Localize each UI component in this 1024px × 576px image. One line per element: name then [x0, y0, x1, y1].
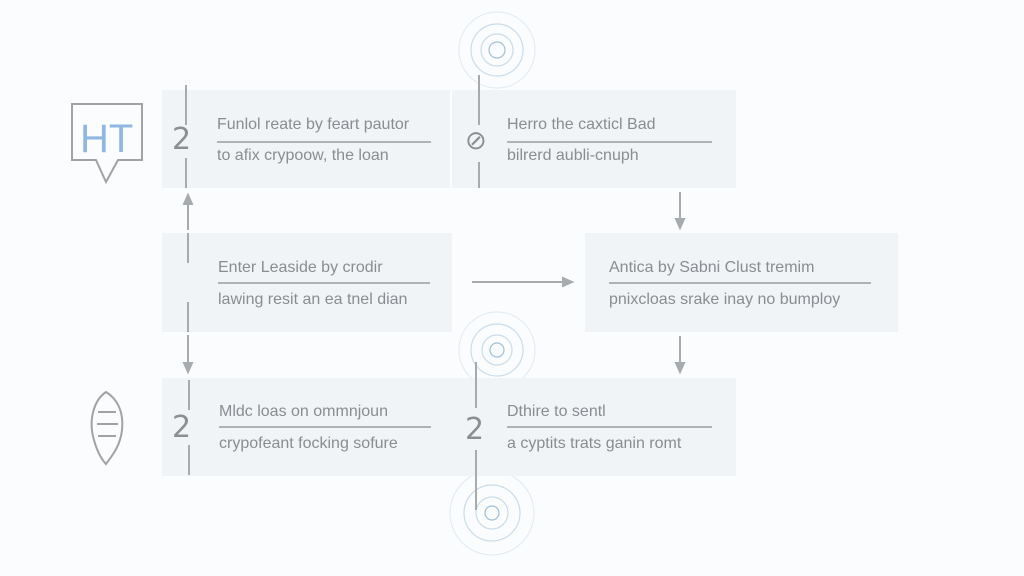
step-box	[452, 90, 736, 188]
divider	[507, 141, 712, 143]
svg-text:HT: HT	[80, 117, 133, 161]
step-number: 2	[465, 412, 485, 447]
step-title: Enter Leaside by crodir	[218, 259, 383, 276]
step-title: Antica by Sabni Clust tremim	[609, 259, 815, 276]
connector-line	[478, 162, 480, 188]
connector-line	[188, 445, 190, 475]
ripple-icon	[458, 311, 536, 389]
step-title: Herro the caxticl Bad	[507, 116, 656, 133]
connector-line	[187, 302, 189, 332]
step-text: to afix crypoow, the loan	[217, 147, 389, 164]
divider	[218, 282, 430, 284]
hand-icon	[90, 390, 124, 466]
divider	[609, 282, 871, 284]
connector-line	[475, 362, 477, 408]
logo-icon: HT	[71, 103, 143, 185]
step-text: crypofeant focking sofure	[219, 435, 398, 452]
step-number: 2	[172, 410, 192, 445]
connector-line	[188, 380, 190, 410]
connector-line	[475, 450, 477, 510]
divider	[217, 141, 431, 143]
step-number: ⊘	[465, 126, 487, 156]
ripple-icon	[458, 11, 536, 89]
connector-line	[478, 75, 480, 125]
ripple-icon	[449, 470, 535, 556]
connector-line	[187, 233, 189, 263]
step-title: Dthire to sentl	[507, 403, 606, 420]
divider	[219, 426, 431, 428]
connector-line	[185, 85, 187, 125]
connector-line	[185, 158, 187, 188]
step-text: bilrerd aubli-cnuph	[507, 147, 639, 164]
step-text: pnixcloas srake inay no bumploy	[609, 291, 841, 308]
divider	[507, 426, 712, 428]
step-title: Funlol reate by feart pautor	[217, 116, 410, 133]
step-text: a cyptits trats ganin romt	[507, 435, 682, 452]
step-number: 2	[172, 122, 192, 157]
step-box	[162, 90, 450, 188]
step-title: Mldc loas on ommnjoun	[219, 403, 388, 420]
step-text: lawing resit an ea tnel dian	[218, 291, 408, 308]
